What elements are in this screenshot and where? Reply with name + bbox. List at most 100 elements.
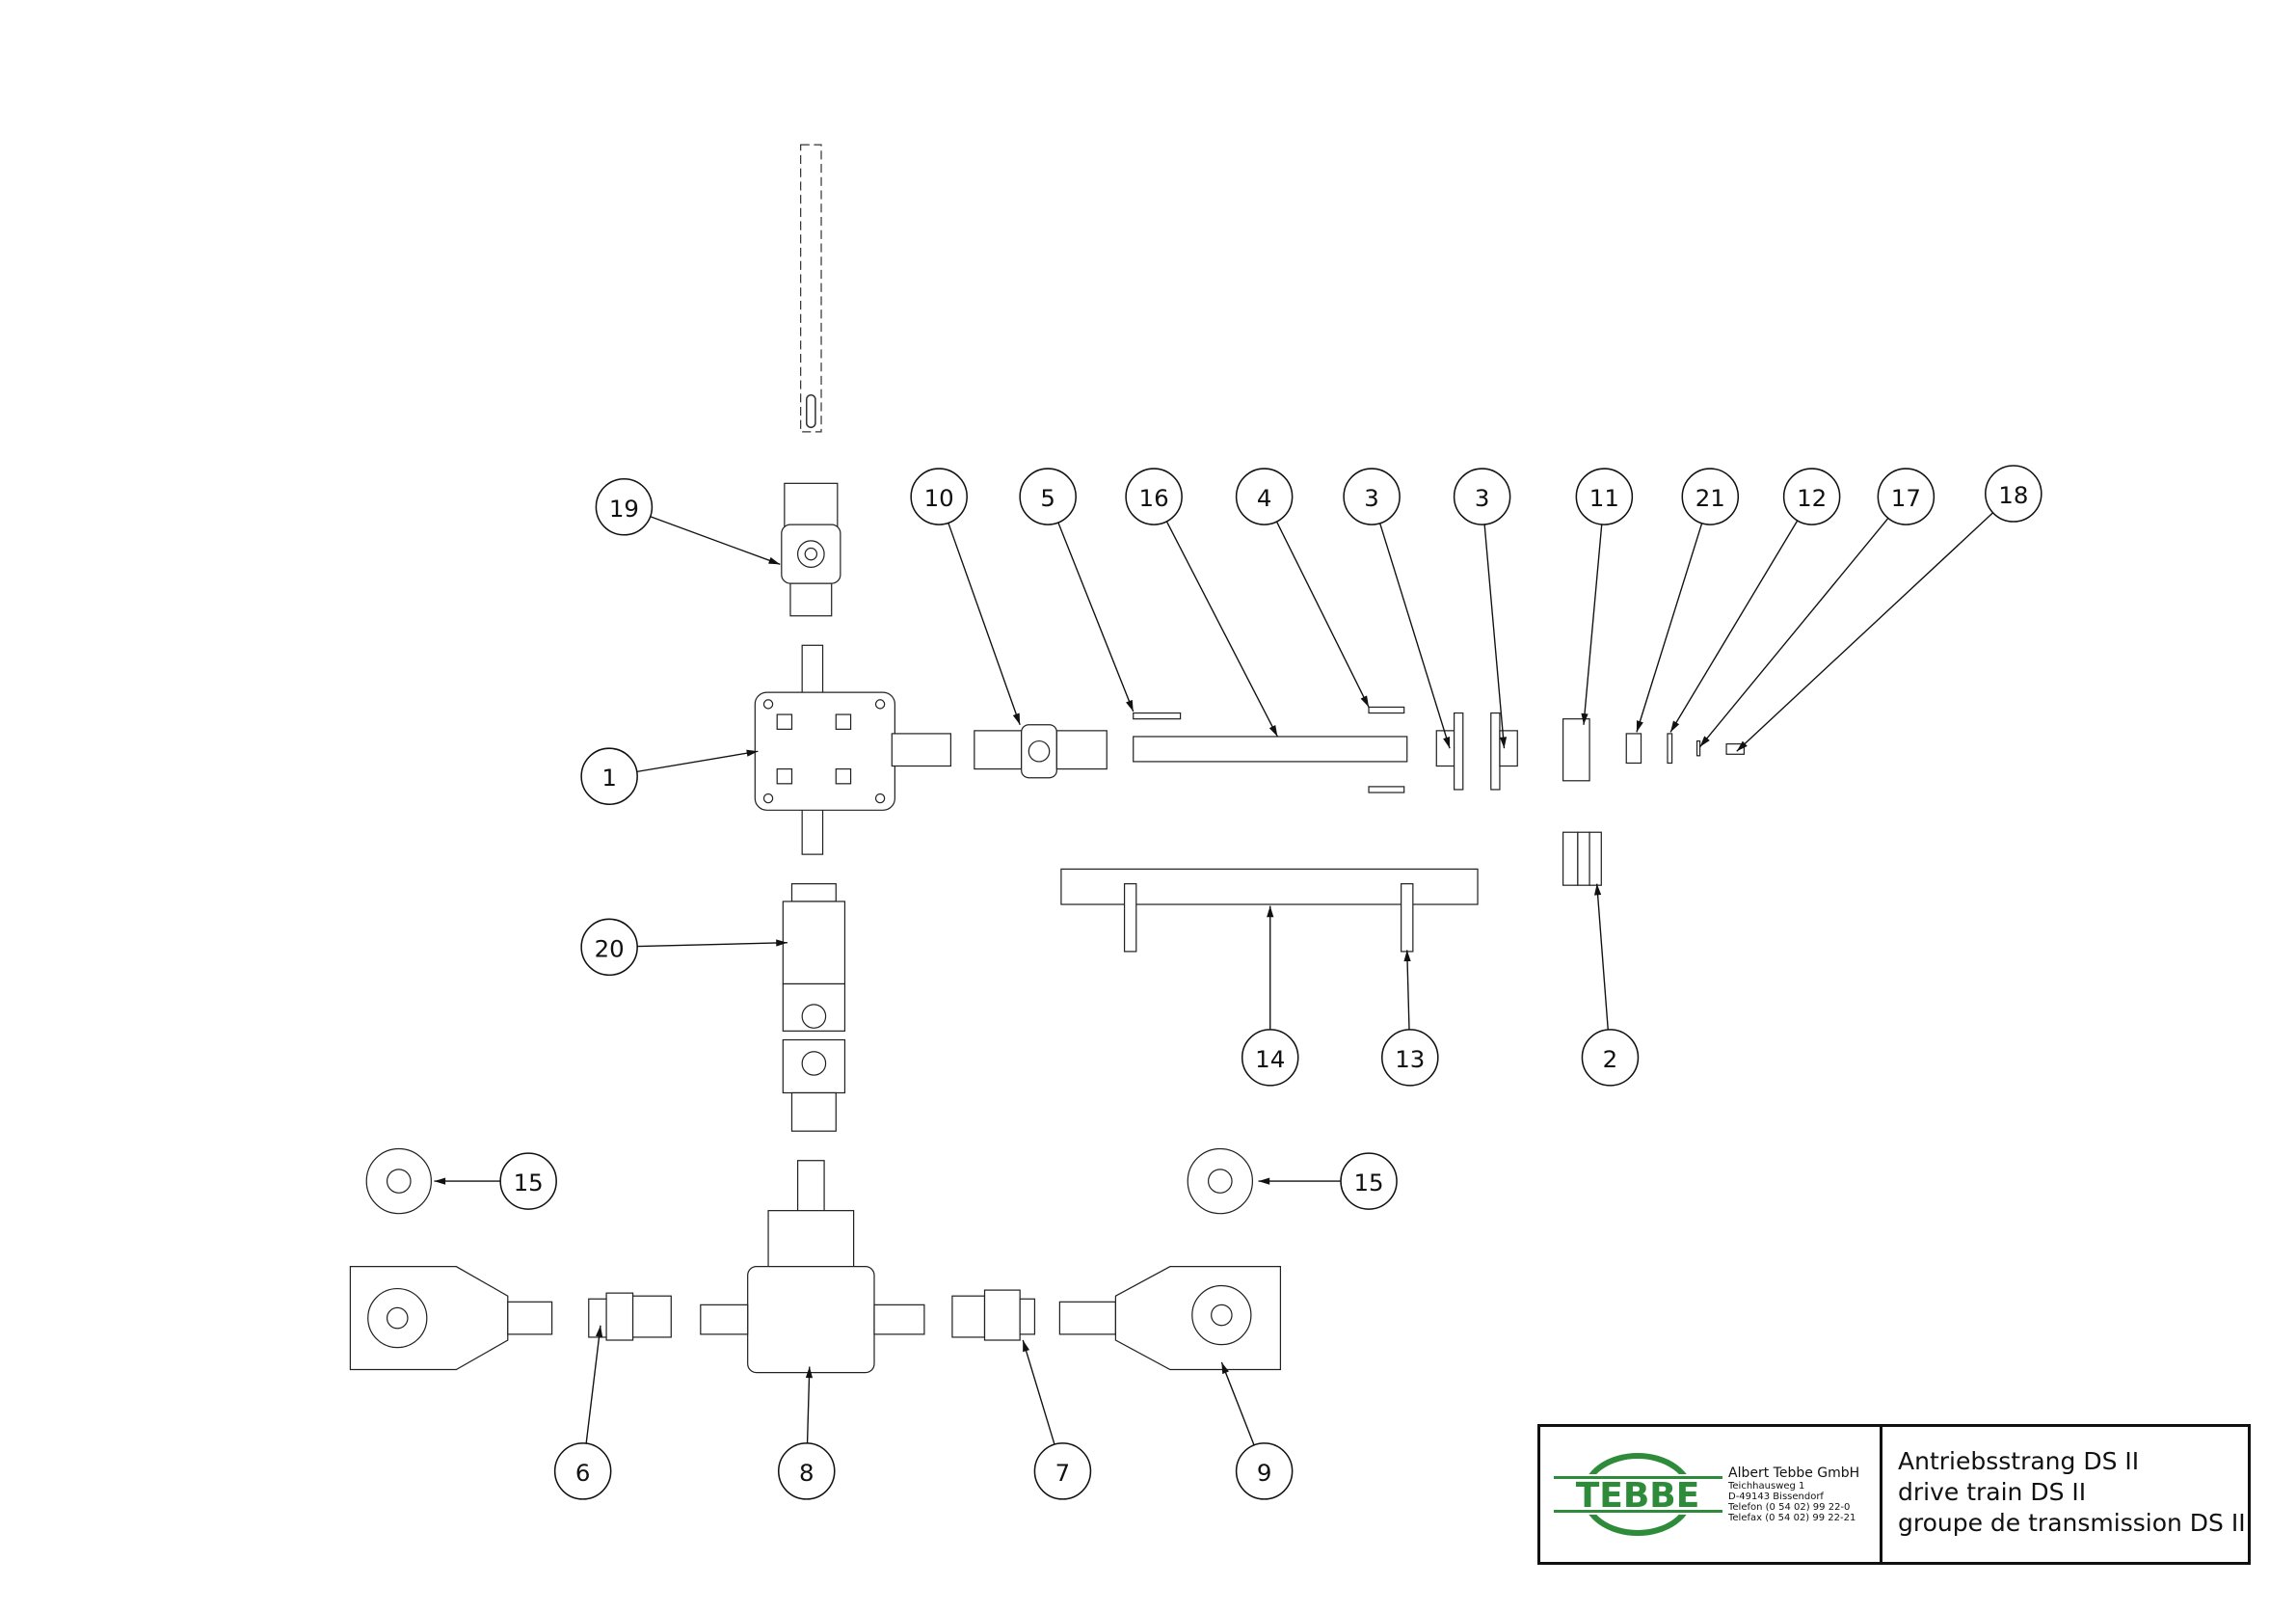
title-block: TEBBE Albert Tebbe GmbH Teichhausweg 1 D… <box>1537 1424 2251 1565</box>
arrowhead-icon <box>1636 720 1643 733</box>
balloon-3: 3 <box>1453 468 1511 749</box>
leader-line <box>1275 521 1370 708</box>
company-phone: Telefon (0 54 02) 99 22-0 <box>1728 1502 1851 1513</box>
arrowhead-icon <box>1736 740 1748 752</box>
part-pto-shaft-20 <box>782 883 846 1132</box>
arrowhead-icon <box>434 1177 446 1185</box>
part-key-4 <box>1368 706 1405 714</box>
balloon-9: 9 <box>1220 1361 1294 1500</box>
balloon-3: 3 <box>1343 468 1451 749</box>
company-street: Teichhausweg 1 <box>1728 1481 1805 1492</box>
arrowhead-icon <box>1360 695 1370 708</box>
part-flange-3b <box>1490 712 1518 791</box>
balloon-circle <box>910 468 968 525</box>
balloon-label: 16 <box>1139 484 1169 512</box>
balloon-label: 11 <box>1589 484 1619 512</box>
balloon-label: 6 <box>575 1459 591 1487</box>
part-coupling-6 <box>588 1292 672 1341</box>
balloon-19: 19 <box>595 477 781 565</box>
arrowhead-icon <box>1670 720 1680 733</box>
part-washer-12 <box>1667 733 1673 765</box>
balloon-label: 5 <box>1040 484 1055 512</box>
balloon-8: 8 <box>777 1366 836 1500</box>
balloon-15: 15 <box>434 1152 557 1210</box>
company-city: D-49143 Bissendorf <box>1728 1492 1824 1502</box>
balloon-14: 14 <box>1241 905 1299 1087</box>
part-key-5 <box>1133 712 1182 720</box>
title-french: groupe de transmission DS II <box>1898 1509 2246 1537</box>
leader-line <box>948 523 1021 725</box>
balloon-12: 12 <box>1669 468 1841 733</box>
balloon-circle <box>777 1442 836 1500</box>
leader-line <box>1022 1339 1055 1445</box>
balloon-label: 1 <box>601 764 617 792</box>
balloon-1: 1 <box>580 747 759 805</box>
title-cell: Antriebsstrang DS II drive train DS II g… <box>1882 1427 2246 1562</box>
balloon-label: 3 <box>1475 484 1490 512</box>
part-shaft-dashed <box>800 144 822 433</box>
part-pin-17 <box>1695 739 1701 757</box>
balloon-7: 7 <box>1022 1339 1092 1500</box>
balloon-label: 8 <box>799 1459 814 1487</box>
balloon-circle <box>1581 1029 1640 1087</box>
balloon-circle <box>1453 468 1511 525</box>
leader-line <box>1736 512 1994 752</box>
part-bracket-13a <box>1123 883 1137 953</box>
leader-line <box>1220 1361 1255 1446</box>
arrowhead-icon <box>1499 737 1508 749</box>
leader-line <box>637 942 788 948</box>
leader-line <box>636 750 759 773</box>
balloon-label: 17 <box>1891 484 1921 512</box>
balloon-circle <box>1985 465 2042 523</box>
balloon-circle <box>1381 1029 1439 1087</box>
balloon-circle <box>595 477 654 536</box>
balloon-label: 3 <box>1364 484 1379 512</box>
arrowhead-icon <box>1126 699 1134 712</box>
balloon-label: 9 <box>1257 1459 1272 1487</box>
arrowhead-icon <box>1443 736 1451 749</box>
part-universal-joint-10 <box>974 724 1108 779</box>
arrowhead-icon <box>1267 905 1274 918</box>
balloon-label: 10 <box>924 484 954 512</box>
balloon-5: 5 <box>1019 468 1135 712</box>
balloon-17: 17 <box>1699 468 1936 748</box>
arrowhead-icon <box>805 1366 814 1379</box>
arrowhead-icon <box>746 749 759 757</box>
balloon-circle <box>1033 1442 1092 1500</box>
leader-line <box>1699 518 1889 748</box>
balloon-15: 15 <box>1258 1152 1398 1210</box>
arrowhead-icon <box>1268 724 1278 737</box>
balloon-18: 18 <box>1736 465 2042 752</box>
leader-line <box>1583 524 1603 725</box>
part-sprocket-11 <box>1562 718 1590 782</box>
company-fax: Telefax (0 54 02) 99 22-21 <box>1728 1513 1856 1523</box>
balloon-20: 20 <box>580 918 788 977</box>
part-disc-15a <box>365 1147 432 1215</box>
balloon-label: 19 <box>609 495 639 523</box>
company-name: Albert Tebbe GmbH <box>1728 1465 1860 1481</box>
balloon-circle <box>1681 468 1740 525</box>
leader-line <box>585 1325 601 1444</box>
arrowhead-icon <box>1581 712 1589 725</box>
part-coupling-7 <box>951 1289 1036 1341</box>
balloon-6: 6 <box>553 1325 612 1500</box>
balloon-circle <box>1235 1442 1294 1500</box>
leader-line <box>806 1366 811 1443</box>
part-flange-3a <box>1435 712 1464 791</box>
title-english: drive train DS II <box>1898 1478 2087 1506</box>
company-cell: TEBBE Albert Tebbe GmbH Teichhausweg 1 D… <box>1540 1427 1882 1562</box>
part-gearbox-9 <box>1058 1266 1282 1371</box>
part-gearbox-8 <box>700 1160 925 1374</box>
balloon-label: 21 <box>1695 484 1725 512</box>
part-disc-15b <box>1187 1147 1254 1215</box>
svg-text:TEBBE: TEBBE <box>1576 1476 1700 1516</box>
balloon-10: 10 <box>910 468 1021 725</box>
title-german: Antriebsstrang DS II <box>1898 1447 2140 1475</box>
leader-line <box>1483 524 1506 749</box>
balloon-circle <box>580 918 638 977</box>
balloon-label: 13 <box>1395 1045 1425 1073</box>
balloon-circle <box>553 1442 612 1500</box>
part-tube-16 <box>1133 736 1408 763</box>
